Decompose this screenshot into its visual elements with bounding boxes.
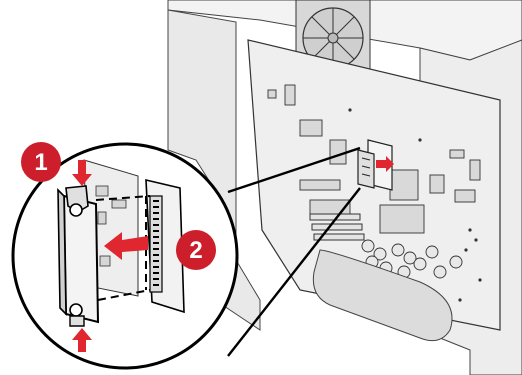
callout-2: 2 <box>176 230 216 270</box>
callout-2-number: 2 <box>189 237 202 264</box>
callout-1-number: 1 <box>34 149 47 176</box>
callout-1: 1 <box>21 142 61 182</box>
option-card <box>58 186 98 326</box>
